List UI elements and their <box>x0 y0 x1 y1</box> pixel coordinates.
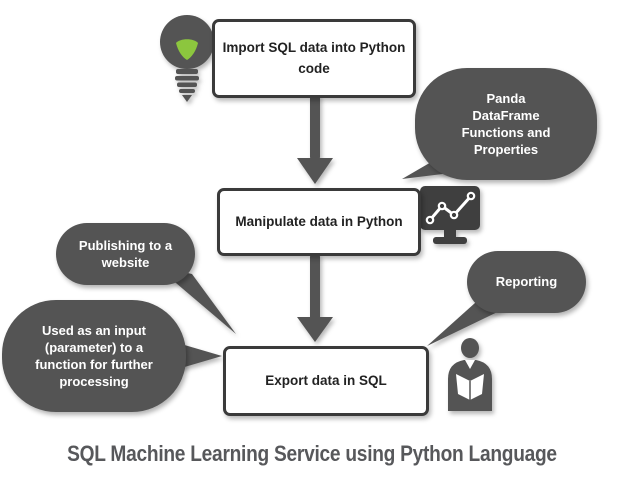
chart-point <box>425 215 435 225</box>
idea-lightbulb-icon <box>160 15 214 102</box>
chart-line <box>428 194 473 222</box>
lightbulb-neck <box>176 69 198 74</box>
lightbulb-thread <box>175 76 199 81</box>
flow-step-manipulate: Manipulate data in Python <box>217 188 421 256</box>
callout-reporting: Reporting <box>467 251 586 313</box>
monitor-screen <box>420 186 480 230</box>
monitor-base <box>433 237 467 244</box>
monitor-stand <box>444 230 456 237</box>
flow-step-import-label: Import SQL data into Python code <box>222 40 406 76</box>
chart-point <box>449 210 459 220</box>
lightbulb-thread <box>179 89 195 93</box>
monitor-line-chart-icon <box>420 186 480 244</box>
lightbulb-tip <box>182 95 192 102</box>
lightbulb-glow <box>176 39 198 60</box>
arrow-import-to-manipulate <box>297 94 333 184</box>
flow-step-manipulate-label: Manipulate data in Python <box>235 213 403 229</box>
callout-input-parameter: Used as an input (parameter) to a functi… <box>2 300 186 412</box>
flow-step-export-label: Export data in SQL <box>265 372 387 388</box>
callout-publishing-website-label: Publishing to a website <box>78 237 173 270</box>
callout-panda-dataframe-label: Panda DataFrame Functions and Properties <box>461 90 551 158</box>
flow-step-import: Import SQL data into Python code <box>212 19 416 98</box>
diagram-title: SQL Machine Learning Service using Pytho… <box>67 441 557 466</box>
person-reading-icon <box>448 338 492 411</box>
callout-input-parameter-label: Used as an input (parameter) to a functi… <box>35 322 153 390</box>
person-head <box>461 338 479 358</box>
publishing-bubble-tail <box>156 266 236 334</box>
arrow-manipulate-to-export <box>297 253 333 342</box>
callout-panda-dataframe: Panda DataFrame Functions and Properties <box>415 68 597 180</box>
chart-point <box>437 201 447 211</box>
flow-step-export: Export data in SQL <box>223 346 429 416</box>
person-collar <box>465 360 475 369</box>
callout-publishing-website: Publishing to a website <box>56 223 195 285</box>
chart-point <box>466 191 476 201</box>
lightbulb-thread <box>177 82 197 87</box>
callout-reporting-label: Reporting <box>495 274 558 290</box>
